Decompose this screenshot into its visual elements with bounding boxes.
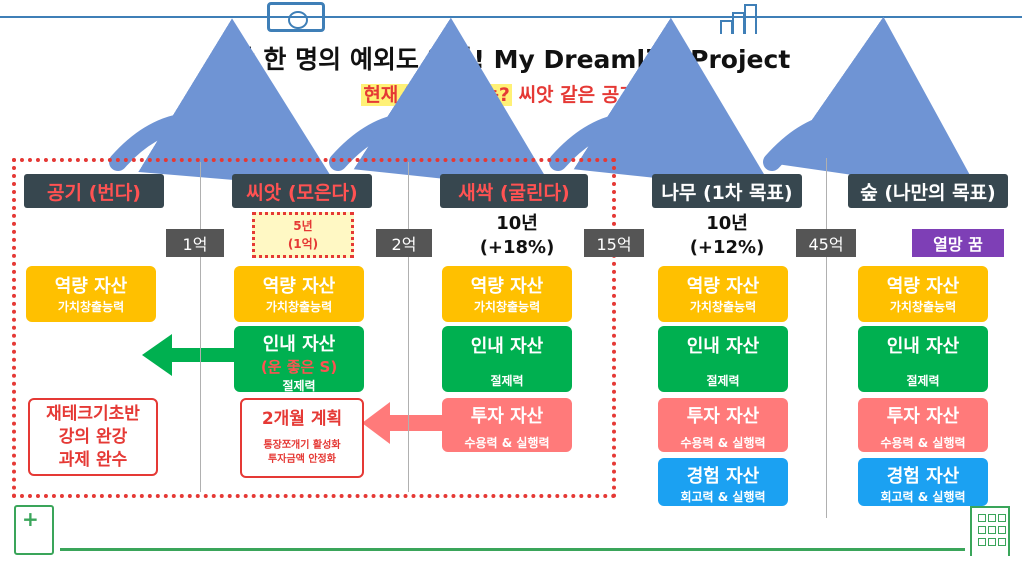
milestone-2: 2억 xyxy=(376,229,432,257)
patience-luck: (운 좋은 S) xyxy=(260,358,338,376)
experience-asset-tree: 경험 자산 회고력 & 실행력 xyxy=(658,458,788,506)
homework-line-2: 강의 완강 xyxy=(58,427,128,447)
top-rule xyxy=(0,16,1022,18)
patience-asset-sprout: 인내 자산 절제력 xyxy=(442,326,572,392)
stage-seed: 씨앗 (모은다) xyxy=(232,174,372,208)
sprout-rate-value: (+18%) xyxy=(479,237,555,258)
green-arrow-head xyxy=(142,334,172,376)
stage-forest: 숲 (나만의 목표) xyxy=(848,174,1008,208)
patience-asset-tree: 인내 자산 절제력 xyxy=(658,326,788,392)
plan-line-1: 통장쪼개기 활성화 xyxy=(263,440,341,451)
pink-arrow-shaft xyxy=(386,415,444,431)
sprout-rate: 10년 (+18%) xyxy=(462,212,572,260)
tree-rate-value: (+12%) xyxy=(689,237,765,258)
milestone-3: 15억 xyxy=(584,229,644,257)
stage-air: 공기 (번다) xyxy=(24,174,164,208)
seed-years: 5년 xyxy=(293,219,313,233)
seed-period-box: 5년 (1억) xyxy=(252,212,354,258)
plan-title: 2개월 계획 xyxy=(261,409,343,429)
patience-asset-forest: 인내 자산 절제력 xyxy=(858,326,988,392)
stage-tree: 나무 (1차 목표) xyxy=(652,174,802,208)
milestone-1: 1억 xyxy=(166,229,224,257)
milestone-5: 열망 꿈 xyxy=(912,229,1004,257)
sprout-rate-years: 10년 xyxy=(496,213,538,234)
medical-document-icon xyxy=(14,505,54,555)
experience-asset-forest: 경험 자산 회고력 & 실행력 xyxy=(858,458,988,506)
curved-arrow-1 xyxy=(109,18,339,189)
investment-asset-forest: 투자 자산 수용력 & 실행력 xyxy=(858,398,988,452)
divider-3 xyxy=(826,158,827,518)
curved-arrow-2 xyxy=(329,17,554,191)
milestone-4: 45억 xyxy=(796,229,856,257)
curved-arrow-4 xyxy=(763,16,980,194)
homework-line-3: 과제 완수 xyxy=(58,450,128,470)
two-month-plan-box: 2개월 계획 통장쪼개기 활성화 투자금액 안정화 xyxy=(240,398,364,478)
divider-2 xyxy=(408,162,409,492)
patience-asset-seed: 인내 자산 (운 좋은 S) 절제력 xyxy=(234,326,364,393)
pink-arrow-head xyxy=(362,402,390,444)
divider-1 xyxy=(200,162,201,492)
tree-rate-years: 10년 xyxy=(706,213,748,234)
homework-box: 재테크기초반 강의 완강 과제 완수 xyxy=(28,398,158,476)
investment-asset-tree: 투자 자산 수용력 & 실행력 xyxy=(658,398,788,452)
curved-arrow-3 xyxy=(549,17,774,191)
tree-rate: 10년 (+12%) xyxy=(672,212,782,260)
green-arrow-shaft xyxy=(168,348,236,362)
stage-sprout: 새싹 (굴린다) xyxy=(440,174,588,208)
building-icon xyxy=(970,506,1010,556)
seed-amount: (1억) xyxy=(287,237,319,251)
investment-asset-sprout: 투자 자산 수용력 & 실행력 xyxy=(442,398,572,452)
bottom-rule xyxy=(60,548,965,551)
plan-line-2: 투자금액 안정화 xyxy=(268,454,336,465)
current-focus-frame xyxy=(12,158,616,498)
homework-line-1: 재테크기초반 xyxy=(46,404,140,424)
